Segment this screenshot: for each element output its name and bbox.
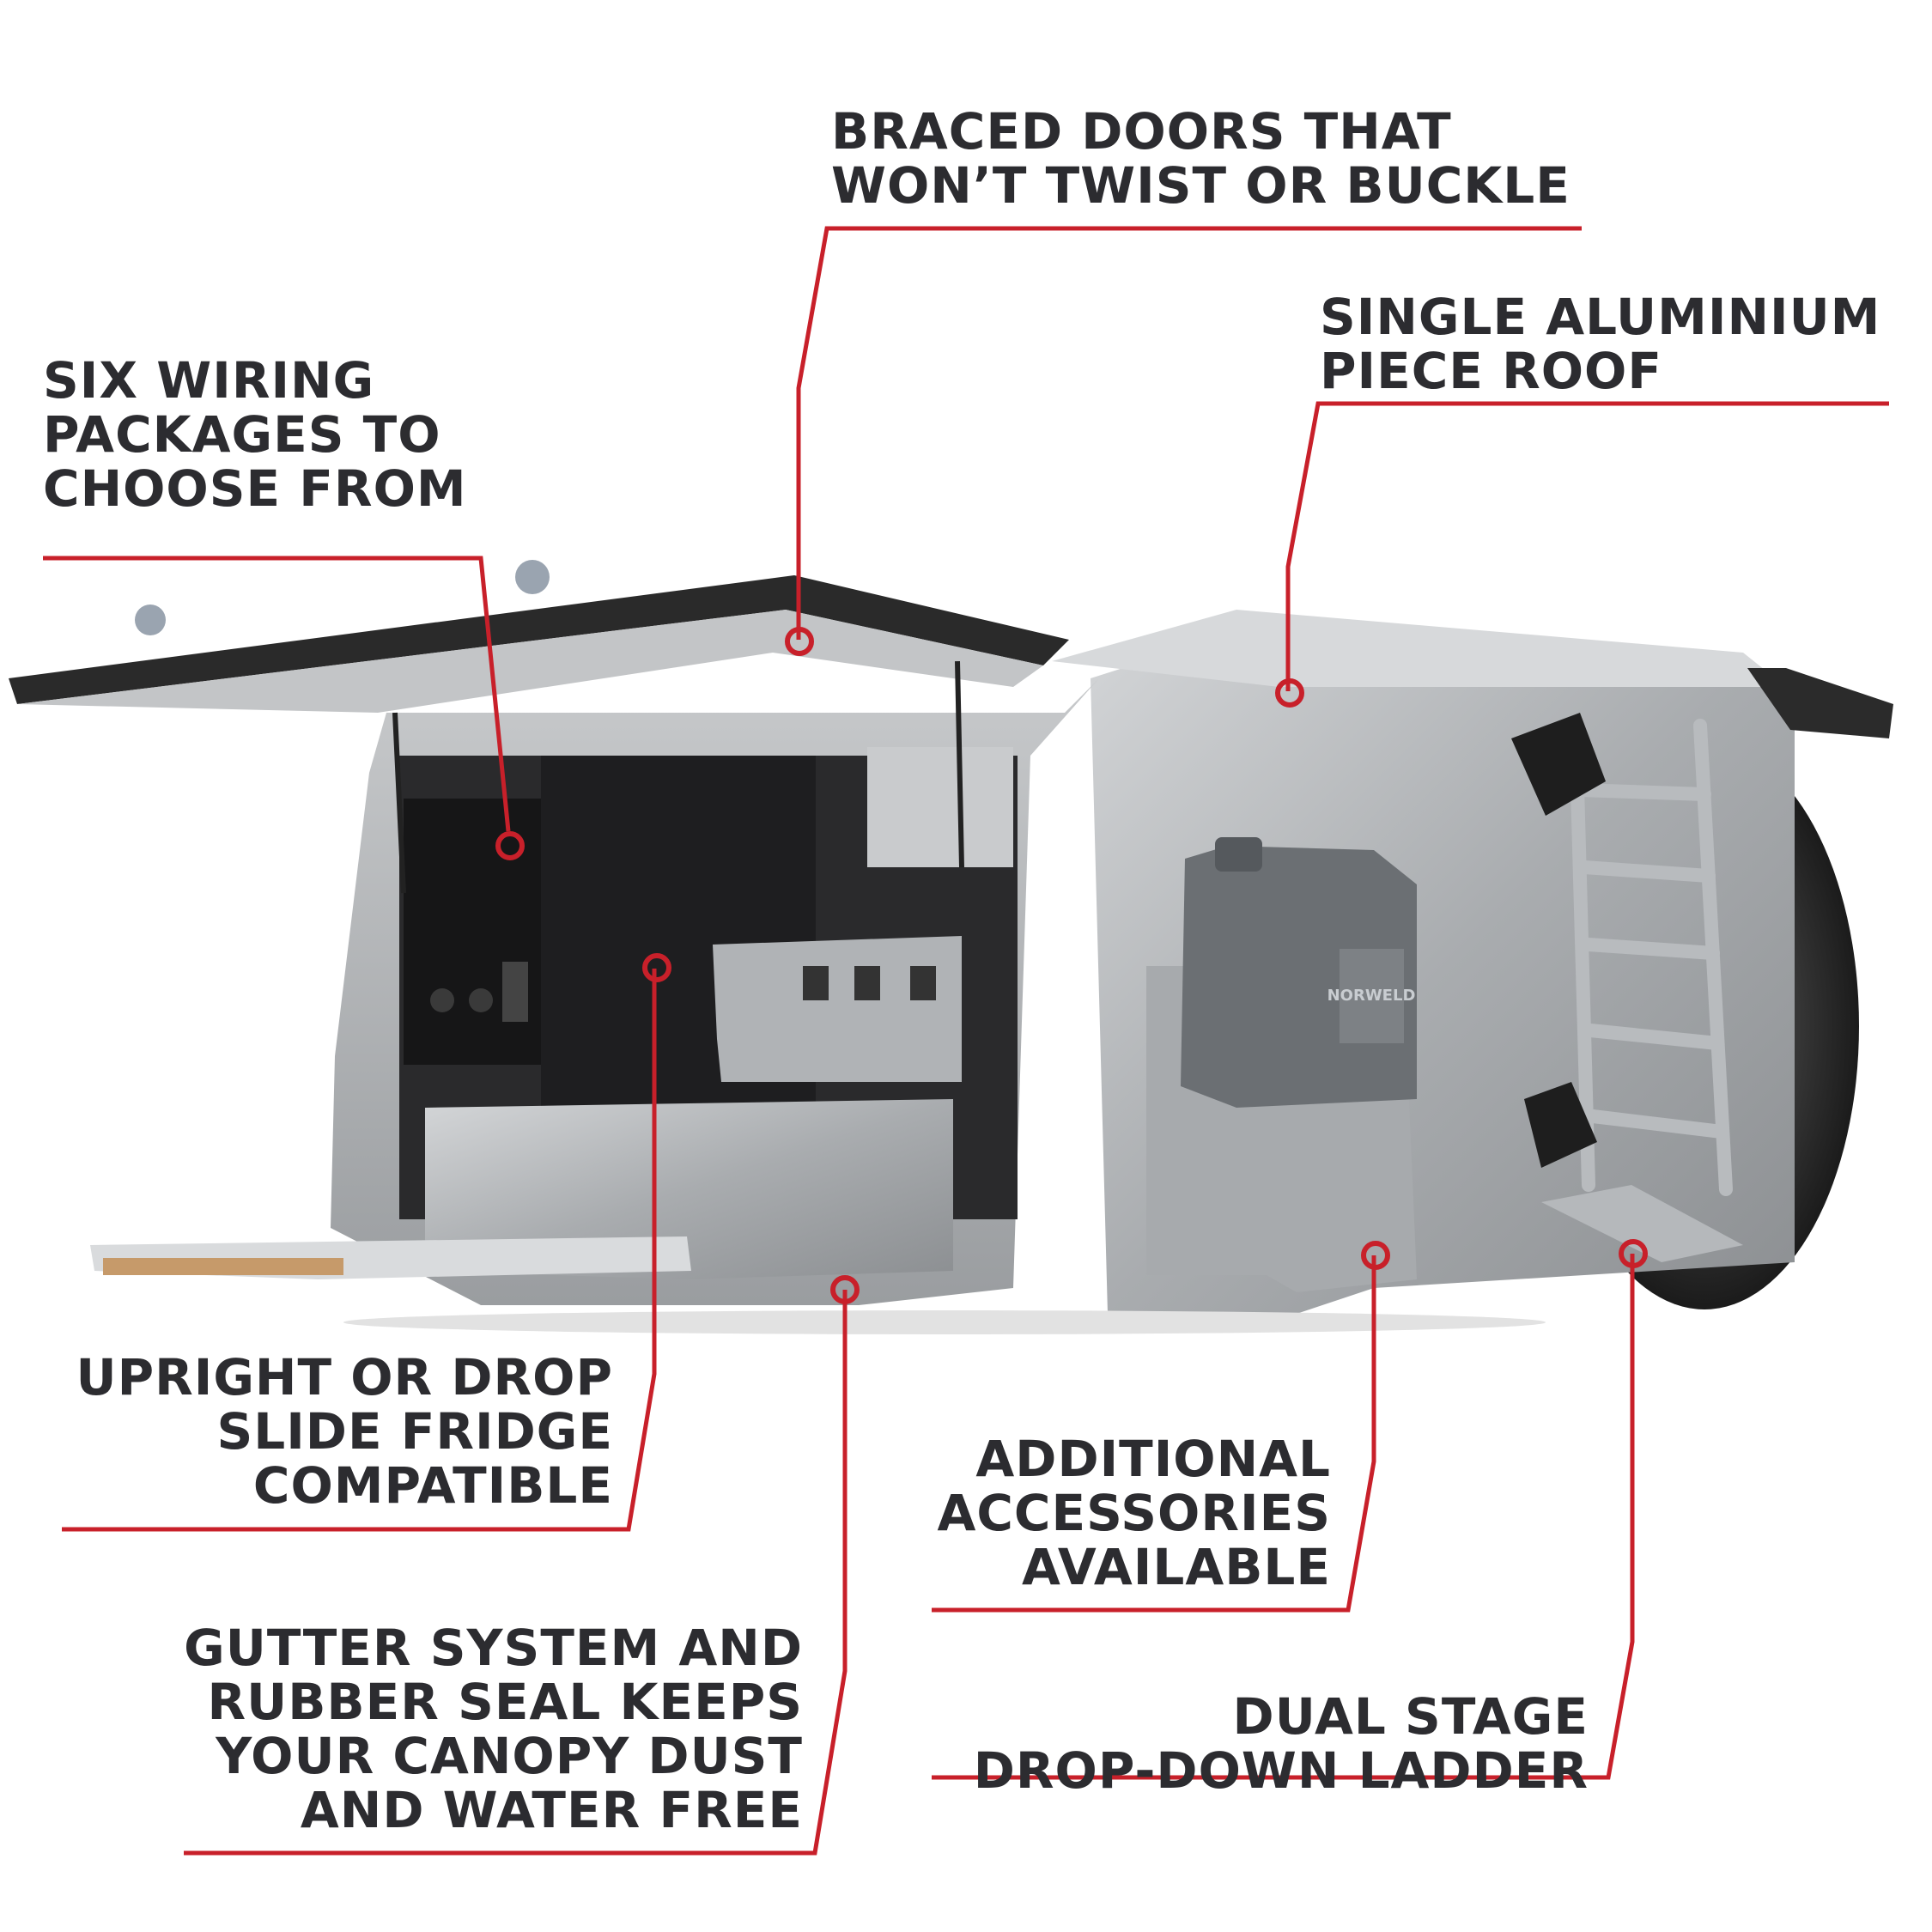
kitchen-rack	[713, 936, 962, 1082]
callout-line-2: RUBBER SEAL KEEPS	[207, 1673, 803, 1731]
callout-line-1: ADDITIONAL	[975, 1430, 1331, 1488]
marker-wiring	[495, 831, 525, 860]
callout-ladder: DUAL STAGE DROP-DOWN LADDER	[974, 1690, 1589, 1798]
callout-gutter: GUTTER SYSTEM AND RUBBER SEAL KEEPS YOUR…	[184, 1621, 803, 1838]
callout-line-fridge	[62, 969, 657, 1532]
marker-accessories	[1361, 1241, 1390, 1270]
callout-line-1: SINGLE ALUMINIUM	[1320, 288, 1881, 346]
ladder-bracket	[1511, 713, 1606, 1168]
callout-line-gutter	[184, 1290, 848, 1856]
callout-lines	[43, 226, 1889, 1856]
marker-fridge	[642, 953, 671, 982]
callout-line-accessories	[932, 1255, 1376, 1613]
callout-markers	[495, 627, 1648, 1304]
marker-roof	[1275, 678, 1304, 708]
callout-line-ladder	[932, 1254, 1635, 1780]
callout-line-3: CHOOSE FROM	[43, 459, 467, 518]
callout-line-1: UPRIGHT OR DROP	[76, 1348, 613, 1406]
callout-line-2: ACCESSORIES	[937, 1484, 1331, 1542]
fridge-slide-icon	[425, 1099, 953, 1279]
callout-line-wiring	[43, 556, 511, 832]
callout-line-2: PACKAGES TO	[43, 405, 441, 464]
control-box	[867, 747, 1013, 867]
callout-fridge: UPRIGHT OR DROP SLIDE FRIDGE COMPATIBLE	[76, 1351, 613, 1513]
callout-line-1: SIX WIRING	[43, 351, 375, 410]
callout-aluminium-roof: SINGLE ALUMINIUM PIECE ROOF	[1320, 290, 1880, 398]
callout-line-1: DUAL STAGE	[1232, 1687, 1589, 1746]
marker-ladder	[1619, 1239, 1648, 1268]
callout-line-4: AND WATER FREE	[300, 1781, 803, 1839]
ladder-icon	[1569, 719, 1733, 1196]
callout-line-2: DROP-DOWN LADDER	[973, 1741, 1589, 1800]
callout-line-1: BRACED DOORS THAT	[831, 102, 1452, 161]
canopy-lid	[9, 575, 1069, 704]
callout-braced-doors: BRACED DOORS THAT WON’T TWIST OR BUCKLE	[831, 105, 1571, 213]
callout-line-3: COMPATIBLE	[252, 1456, 613, 1515]
callout-wiring: SIX WIRING PACKAGES TO CHOOSE FROM	[43, 354, 467, 516]
callout-line-braced-doors	[796, 226, 1582, 640]
marker-gutter	[830, 1275, 860, 1304]
callout-line-3: YOUR CANOPY DUST	[216, 1727, 803, 1785]
callout-line-2: SLIDE FRIDGE	[216, 1402, 613, 1461]
callout-line-1: GUTTER SYSTEM AND	[184, 1619, 803, 1677]
callout-accessories: ADDITIONAL ACCESSORIES AVAILABLE	[937, 1432, 1331, 1595]
roof	[1052, 610, 1786, 687]
jerry-can-brand-text: NORWELD	[1327, 987, 1416, 1005]
callout-line-3: AVAILABLE	[1021, 1538, 1331, 1596]
callout-line-roof	[1285, 401, 1889, 691]
rear-door	[1747, 668, 1893, 738]
marker-braced-doors	[785, 627, 814, 656]
callout-line-2: PIECE ROOF	[1320, 342, 1662, 400]
callout-line-2: WON’T TWIST OR BUCKLE	[831, 156, 1571, 215]
